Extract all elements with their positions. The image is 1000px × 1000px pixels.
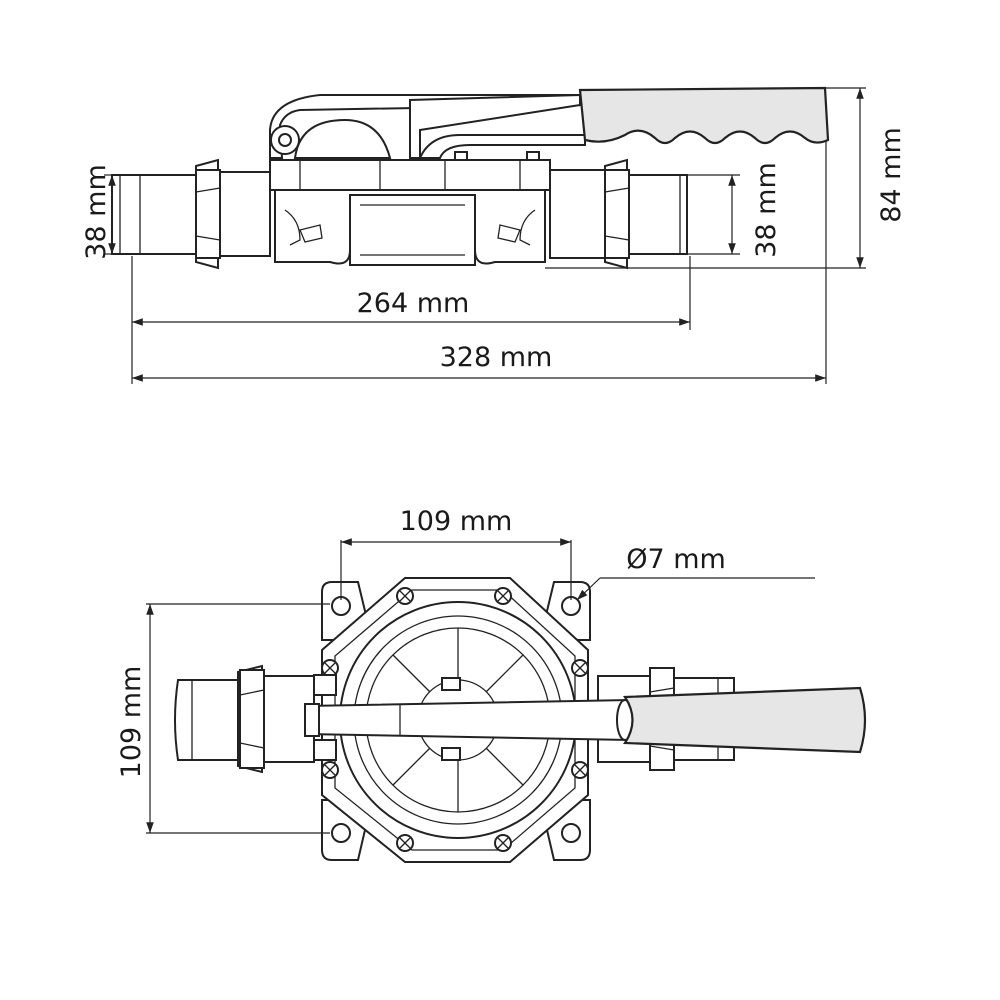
- port-length-label: 264 mm: [357, 288, 470, 319]
- outlet-diameter-label: 38 mm: [751, 162, 782, 258]
- inlet-hex-nut: [195, 158, 271, 270]
- screw-icon: [396, 587, 414, 605]
- outlet-fitting: [549, 158, 688, 270]
- top-handle-assembly: [304, 686, 867, 754]
- mount-hole-icon: [561, 823, 581, 843]
- handle-grip: [578, 86, 830, 145]
- screw-icon: [321, 761, 339, 779]
- screw-icon: [396, 834, 414, 852]
- mount-spacing-x-label: 109 mm: [400, 506, 513, 537]
- inlet-diameter-label: 38 mm: [81, 164, 112, 260]
- top-view-dimensions: [146, 538, 815, 834]
- side-view: 38 mm 38 mm 84 mm 264 mm 328 mm: [81, 86, 907, 384]
- mount-hole-icon: [331, 823, 351, 843]
- screw-icon: [571, 761, 589, 779]
- inlet-hose-barb: [111, 174, 197, 255]
- screw-icon: [321, 659, 339, 677]
- top-view: 109 mm 109 mm Ø7 mm: [116, 506, 867, 863]
- pump-body: [269, 151, 551, 266]
- mount-spacing-y-label: 109 mm: [116, 666, 147, 779]
- overall-length-label: 328 mm: [440, 342, 553, 373]
- screw-icon: [494, 834, 512, 852]
- mount-hole-diameter-label: Ø7 mm: [626, 544, 726, 575]
- side-view-dimensions: [104, 87, 866, 384]
- height-label: 84 mm: [876, 127, 907, 223]
- top-inlet-fitting: [174, 664, 315, 774]
- screw-icon: [494, 587, 512, 605]
- screw-icon: [571, 659, 589, 677]
- handle-assembly: [269, 93, 587, 159]
